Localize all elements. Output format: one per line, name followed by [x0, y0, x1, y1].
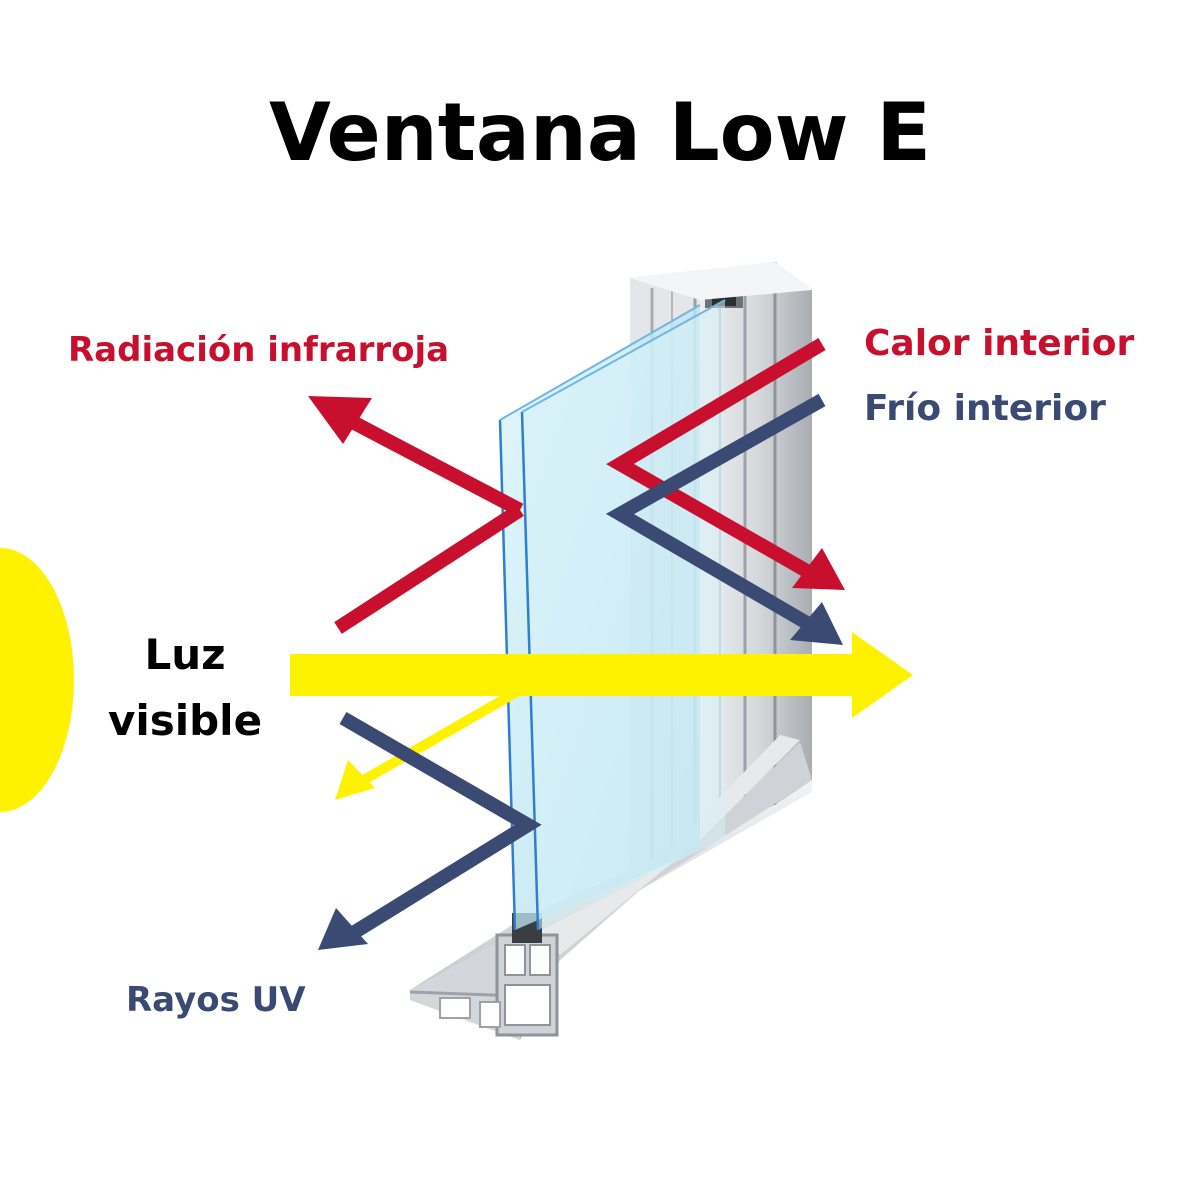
interior-heat-arrowhead — [792, 548, 845, 590]
page-title: Ventana Low E — [268, 86, 932, 179]
glass-panes — [498, 299, 726, 931]
interior-cold-ray — [605, 393, 843, 645]
visible-light-arrowhead — [852, 632, 913, 718]
uv-ray — [318, 711, 542, 950]
interior-cold-label: Frío interior — [864, 388, 1106, 429]
visible-light-label: Luz visible — [107, 630, 263, 745]
infrared-ray — [308, 396, 524, 634]
interior-heat-label: Calor interior — [864, 323, 1135, 364]
interior-cold-arrowhead — [790, 602, 843, 645]
infrared-label: Radiación infrarroja — [68, 330, 450, 370]
uv-arrowhead — [318, 908, 368, 950]
infrared-arrowhead — [308, 396, 372, 444]
visible-light-ray — [290, 632, 913, 800]
interior-heat-ray — [606, 337, 845, 590]
uv-rays-label: Rayos UV — [126, 980, 306, 1020]
sun-icon — [0, 548, 74, 812]
